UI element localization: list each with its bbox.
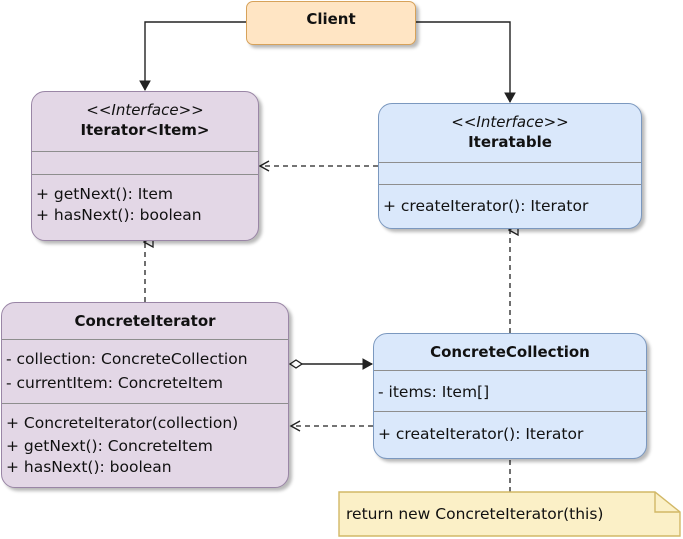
concrete-iterator-sep-2 [2,403,288,404]
concrete-collection-name: ConcreteCollection [430,343,590,361]
concrete-collection-sep-2 [374,411,646,412]
client-to-iterator-line [139,21,246,92]
note-shape [338,491,681,537]
iterator-method-hasnext: + hasNext(): boolean [36,206,202,224]
concrete-collection-method-createiterator: + createIterator(): Iterator [378,425,584,443]
concrete-collection-sep-1 [374,370,646,371]
client-box: Client [246,1,416,45]
concrete-iterator-sep-1 [2,339,288,340]
client-name: Client [306,10,356,28]
iteratable-name: Iteratable [468,133,552,151]
concrete-iterator-method-getnext: + getNext(): ConcreteItem [6,437,213,455]
concrete-iterator-box: ConcreteIterator - collection: ConcreteC… [1,302,289,488]
iteratable-sep-1 [379,162,641,163]
client-to-iteratable-line [416,21,516,104]
concrete-collection-field-items: - items: Item[] [378,383,490,401]
iteratable-method-createiterator: + createIterator(): Iterator [383,197,589,215]
iteratable-stereotype: <<Interface>> [451,113,569,131]
iterator-method-getnext: + getNext(): Item [36,185,174,203]
concrete-iterator-field-currentitem: - currentItem: ConcreteItem [6,374,223,392]
note-text: return new ConcreteIterator(this) [346,505,604,523]
iterator-name: Iterator<Item> [80,121,210,139]
concrete-iterator-method-constructor: + ConcreteIterator(collection) [6,414,239,432]
iteratable-sep-2 [379,184,641,185]
note-fold [654,492,680,513]
iterator-sep-1 [32,151,258,152]
concrete-iterator-field-collection: - collection: ConcreteCollection [6,350,248,368]
iterator-interface-box: <<Interface>> Iterator<Item> + getNext()… [31,91,259,241]
concrete-collection-box: ConcreteCollection - items: Item[] + cre… [373,333,647,459]
concrete-iterator-name: ConcreteIterator [74,312,216,330]
iterator-sep-2 [32,174,258,175]
concrete-iterator-method-hasnext: + hasNext(): boolean [6,458,172,476]
iteratable-interface-box: <<Interface>> Iteratable + createIterato… [378,103,642,229]
iterator-stereotype: <<Interface>> [86,101,204,119]
